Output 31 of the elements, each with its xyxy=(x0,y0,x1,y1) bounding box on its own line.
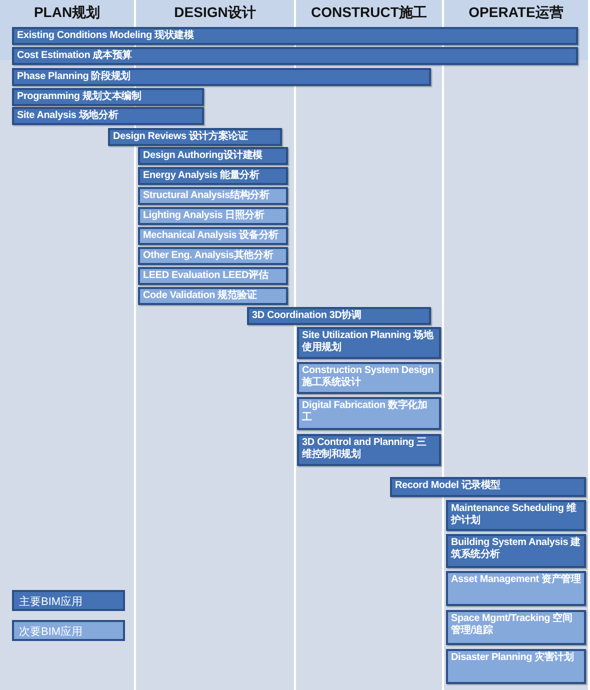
phase-heading: DESIGN设计 xyxy=(173,4,257,22)
bim-use-bar: Energy Analysis 能量分析 xyxy=(138,167,288,185)
bim-use-bar: Phase Planning 阶段规划 xyxy=(12,68,431,86)
bim-use-bar: Digital Fabrication 数字化加工 xyxy=(297,397,441,430)
bim-use-bar: Lighting Analysis 日照分析 xyxy=(138,207,288,225)
bim-use-bar: Building System Analysis 建筑系统分析 xyxy=(446,534,586,568)
phase-heading: OPERATE运营 xyxy=(468,4,564,22)
phase-heading: PLAN规划 xyxy=(32,4,102,22)
phase-heading: CONSTRUCT施工 xyxy=(310,4,428,22)
bim-use-bar: Existing Conditions Modeling 现状建模 xyxy=(12,27,578,45)
bim-use-bar: Other Eng. Analysis其他分析 xyxy=(138,247,288,265)
bim-use-bar: Site Analysis 场地分析 xyxy=(12,107,204,125)
bim-use-bar: Disaster Planning 灾害计划 xyxy=(446,649,586,684)
bim-use-bar: LEED Evaluation LEED评估 xyxy=(138,267,288,285)
bim-use-bar: Cost Estimation 成本预算 xyxy=(12,47,578,65)
legend-swatch: 主要BIM应用 xyxy=(12,590,125,611)
bim-use-bar: Space Mgmt/Tracking 空间管理/追踪 xyxy=(446,610,586,645)
bim-use-bar: Maintenance Scheduling 维护计划 xyxy=(446,500,586,531)
bim-use-bar: Code Validation 规范验证 xyxy=(138,287,288,305)
bim-use-bar: 3D Coordination 3D协调 xyxy=(247,307,431,325)
bim-use-bar: Design Authoring设计建模 xyxy=(138,147,288,165)
bim-use-bar: 3D Control and Planning 三维控制和规划 xyxy=(297,434,441,466)
bim-use-bar: Design Reviews 设计方案论证 xyxy=(108,128,282,146)
bim-use-bar: Record Model 记录模型 xyxy=(390,477,586,497)
bim-use-bar: Asset Management 资产管理 xyxy=(446,571,586,606)
bim-use-bar: Construction System Design 施工系统设计 xyxy=(297,362,441,394)
bim-use-bar: Mechanical Analysis 设备分析 xyxy=(138,227,288,245)
bim-use-bar: Structural Analysis结构分析 xyxy=(138,187,288,205)
bim-use-bar: Programming 规划文本编制 xyxy=(12,88,204,106)
legend-swatch: 次要BIM应用 xyxy=(12,620,125,641)
bim-use-bar: Site Utilization Planning 场地使用规划 xyxy=(297,327,441,359)
